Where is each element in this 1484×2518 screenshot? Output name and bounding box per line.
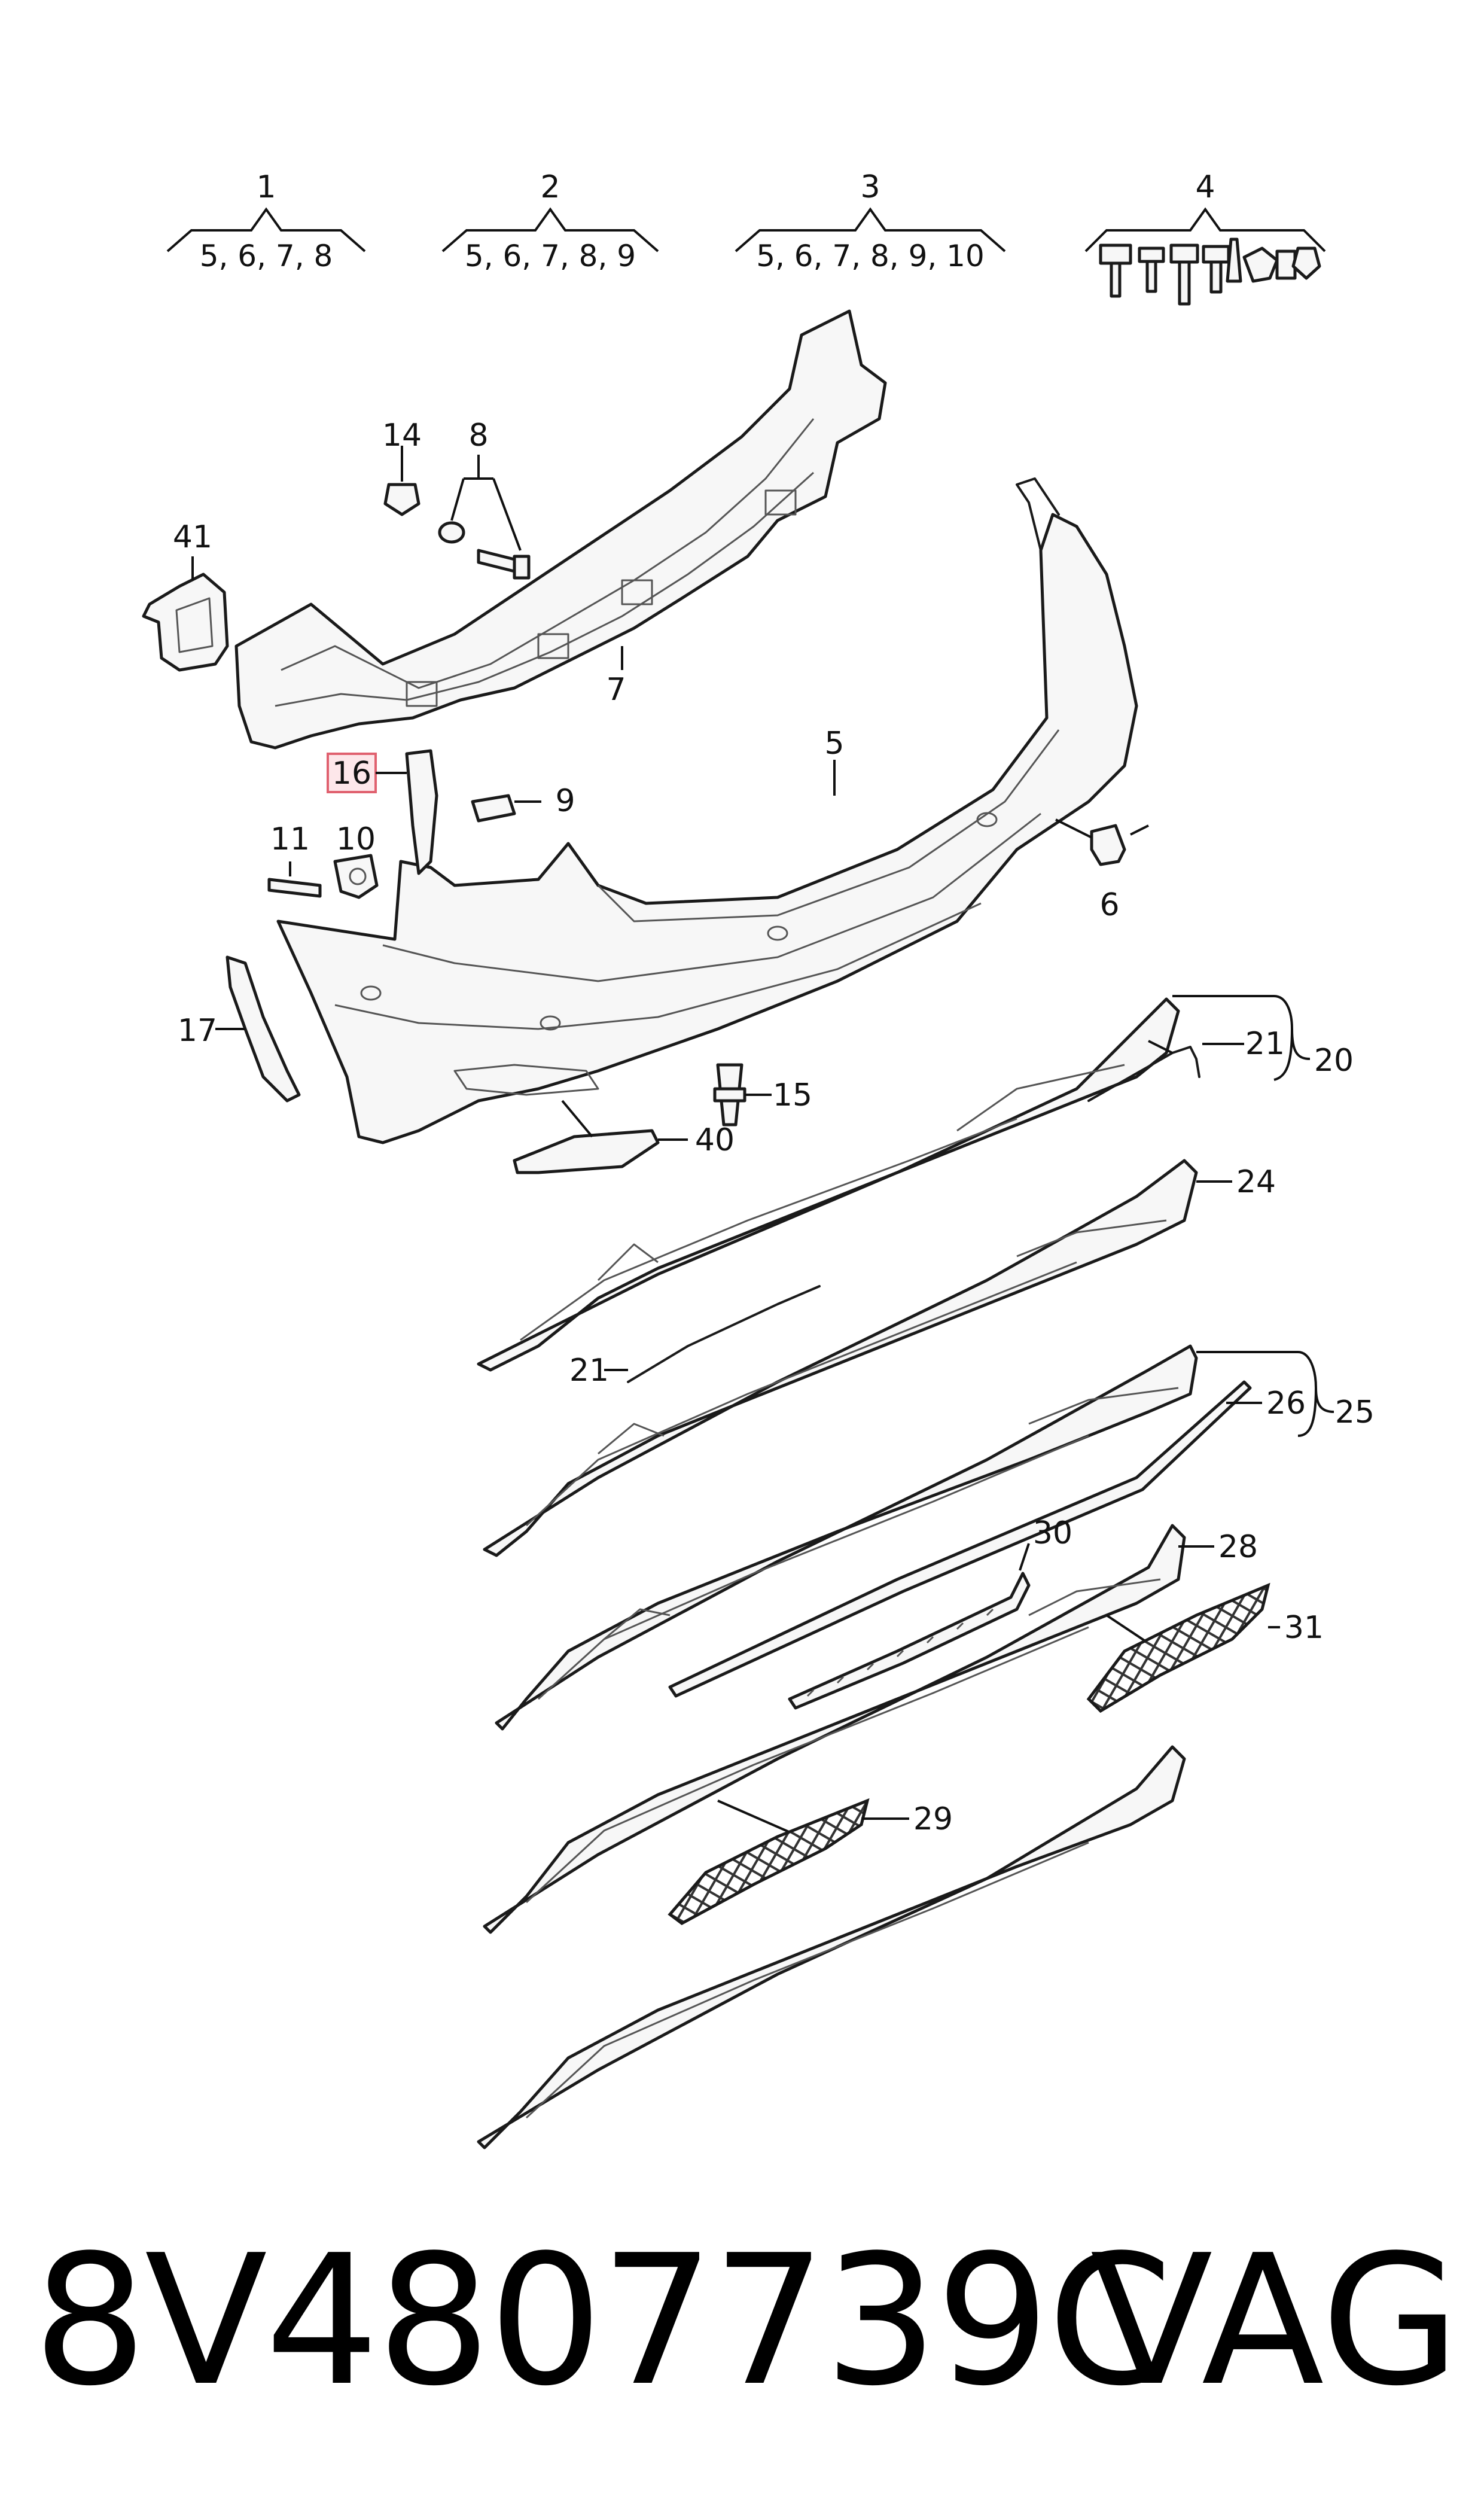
callout-21a: 21 xyxy=(1245,1026,1285,1062)
callout-41: 41 xyxy=(173,519,212,580)
callout-16[interactable]: 16 xyxy=(327,753,407,793)
group-1-number: 1 xyxy=(256,169,276,205)
callout-28: 28 xyxy=(1178,1529,1258,1565)
callout-29: 29 xyxy=(913,1801,953,1837)
callout-16-label: 16 xyxy=(332,756,371,791)
callout-10: 10 xyxy=(336,821,376,857)
exploded-parts-diagram: 1 5, 6, 7, 8 2 5, 6, 7, 8, 9 3 5, 6, 7, … xyxy=(142,169,1375,2149)
callout-5: 5 xyxy=(824,726,845,796)
grille-right-31: 31 xyxy=(1086,1582,1324,1713)
guide-bracket xyxy=(405,749,438,875)
callout-14: 14 xyxy=(382,418,422,453)
svg-text:20: 20 xyxy=(1314,1043,1354,1079)
cover-cap: 6 xyxy=(1055,818,1149,923)
fastener-set-icon xyxy=(1099,238,1321,306)
svg-text:6: 6 xyxy=(1099,887,1119,923)
reflector: 40 xyxy=(513,1100,735,1174)
group-1-items: 5, 6, 7, 8 xyxy=(200,239,333,273)
group-header-1: 1 5, 6, 7, 8 xyxy=(166,169,366,273)
callout-25: 25 xyxy=(1196,1351,1375,1437)
svg-text:24: 24 xyxy=(1236,1164,1276,1200)
svg-text:5: 5 xyxy=(824,726,844,762)
brand-label: VAG xyxy=(1090,2216,1460,2425)
callout-15: 15 xyxy=(773,1077,812,1113)
washer-and-bolt: 8 xyxy=(438,418,531,580)
callout-30: 30 xyxy=(1033,1515,1072,1551)
diffuser-24 xyxy=(483,1159,1198,1557)
group-2-items: 5, 6, 7, 8, 9 xyxy=(465,239,636,273)
part-number: 8V4807739C xyxy=(33,2216,1173,2425)
group-header-2: 2 5, 6, 7, 8, 9 xyxy=(441,169,659,273)
ribbed-strip-30: 30 xyxy=(788,1515,1072,1710)
svg-text:28: 28 xyxy=(1218,1529,1258,1565)
diffuser-assembly-25 xyxy=(495,1344,1198,1731)
callout-40: 40 xyxy=(695,1122,735,1158)
group-4-number: 4 xyxy=(1195,169,1215,205)
trim-strip-21b: 21 xyxy=(569,1285,821,1389)
callout-11: 11 xyxy=(270,821,310,857)
group-header-4: 4 xyxy=(1084,169,1326,306)
svg-text:41: 41 xyxy=(173,519,212,555)
svg-text:25: 25 xyxy=(1335,1395,1375,1430)
group-3-number: 3 xyxy=(860,169,880,205)
bumper-carrier-bracket xyxy=(234,309,887,750)
nut: 14 xyxy=(382,418,422,516)
callout-9: 9 xyxy=(555,783,575,819)
callout-26: 26 xyxy=(1266,1386,1306,1421)
trim-strip-26: 26 xyxy=(668,1380,1306,1698)
adhesive-strip: 11 xyxy=(267,821,322,898)
svg-text:7: 7 xyxy=(606,672,626,708)
screw: 15 xyxy=(713,1063,812,1126)
side-bracket xyxy=(142,573,229,672)
callout-7: 7 xyxy=(606,646,626,708)
diffuser-28 xyxy=(483,1524,1186,1934)
callout-24: 24 xyxy=(1196,1164,1276,1200)
group-header-3: 3 5, 6, 7, 8, 9, 10 xyxy=(735,169,1006,273)
clip: 9 xyxy=(471,783,575,823)
grille-left-29: 29 xyxy=(668,1798,953,1925)
side-guide: 17 xyxy=(178,955,301,1103)
group-2-number: 2 xyxy=(540,169,560,205)
diffuser-lower xyxy=(477,1745,1186,2149)
trim-strip-21a: 21 xyxy=(1087,1026,1285,1102)
callout-31: 31 xyxy=(1284,1610,1324,1646)
bumper-cover xyxy=(276,477,1138,1144)
group-3-items: 5, 6, 7, 8, 9, 10 xyxy=(756,239,985,273)
callout-17: 17 xyxy=(178,1013,217,1049)
callout-8: 8 xyxy=(468,418,488,453)
callout-20: 20 xyxy=(1172,995,1354,1081)
callout-21b: 21 xyxy=(569,1353,609,1389)
diffuser-assembly-20 xyxy=(477,997,1180,1372)
grommet: 10 xyxy=(333,821,379,899)
